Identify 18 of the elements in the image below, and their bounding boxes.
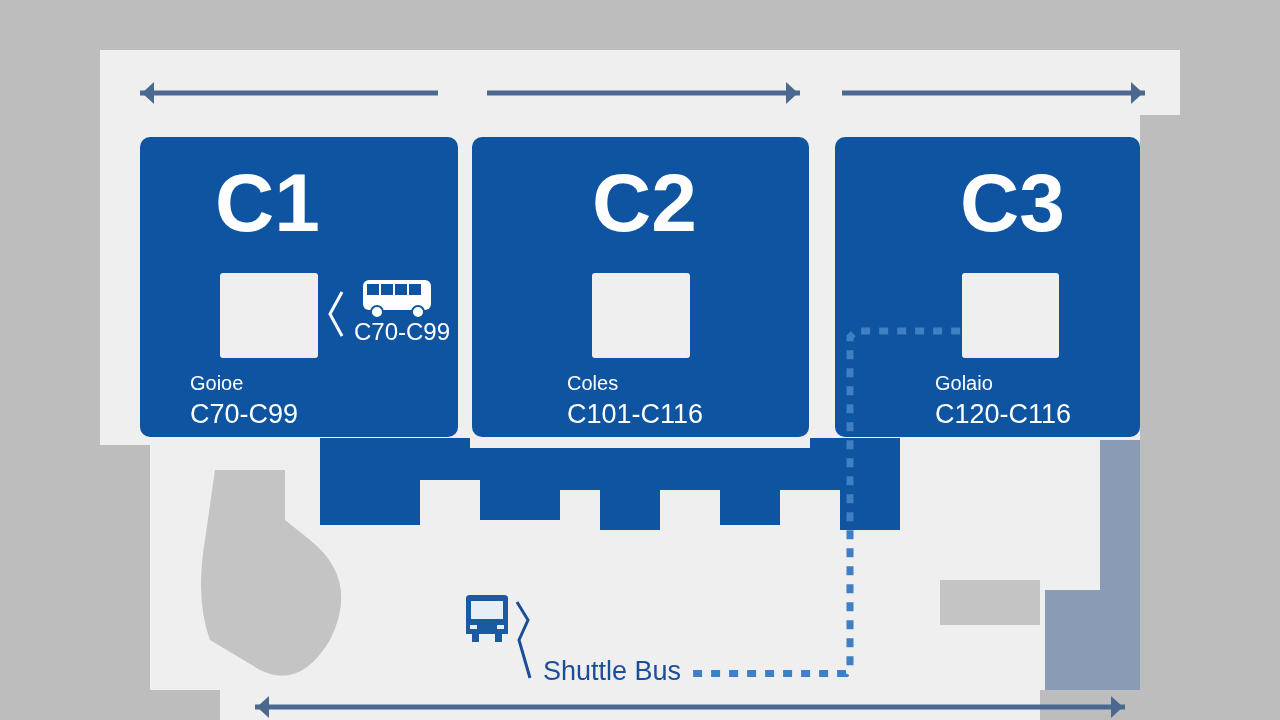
concourse-title: C3 (960, 162, 1065, 244)
concourse-title: C2 (592, 162, 697, 244)
concourse-block (835, 137, 1140, 437)
concourse-title: C1 (215, 162, 320, 244)
gate-range: C70-C99 (190, 399, 299, 430)
gate-square (592, 273, 690, 358)
shuttle-route (693, 327, 962, 677)
gate-label: Golaio (935, 372, 993, 395)
gate-label: Goioe (190, 372, 244, 395)
gate-range: C70-C99 (354, 318, 451, 346)
shuttle-label: Shuttle Bus (543, 656, 682, 687)
gate-range: C120-C116 (935, 399, 1072, 430)
concourse-block (472, 137, 809, 437)
concourse-block (140, 137, 458, 437)
gate-label: Coles (567, 372, 619, 395)
gate-range: C101-C116 (567, 399, 704, 430)
gate-square (220, 273, 318, 358)
gate-square (962, 273, 1059, 358)
